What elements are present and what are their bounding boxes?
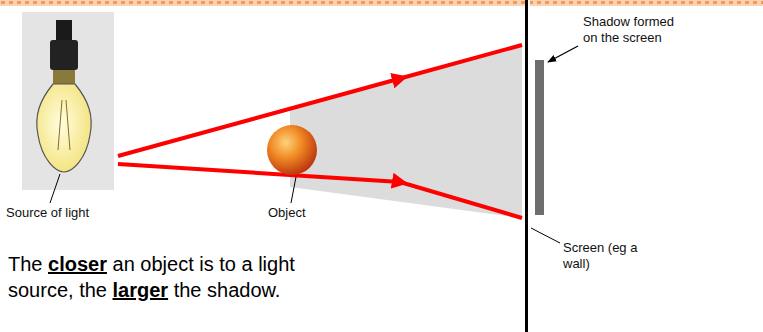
- leader-line: [50, 174, 60, 203]
- light-ray: [118, 164, 522, 218]
- shadow-label: Shadow formed on the screen: [583, 14, 687, 45]
- shadow-cone: [290, 45, 522, 218]
- shadow-bar: [535, 60, 544, 215]
- screen-line: [525, 0, 528, 332]
- leader-arrow: [548, 46, 578, 62]
- leader-line: [531, 228, 560, 243]
- top-border: [0, 0, 527, 6]
- light-bulb: [22, 12, 114, 190]
- screen-label: Screen (eg a wall): [563, 240, 653, 271]
- source-label: Source of light: [6, 205, 126, 221]
- light-ray: [118, 45, 522, 156]
- object-label: Object: [268, 205, 348, 221]
- object-sphere: [267, 125, 317, 175]
- top-border: [530, 0, 763, 6]
- leader-line: [291, 177, 296, 203]
- caption-text: The closer an object is to a light sourc…: [8, 251, 358, 303]
